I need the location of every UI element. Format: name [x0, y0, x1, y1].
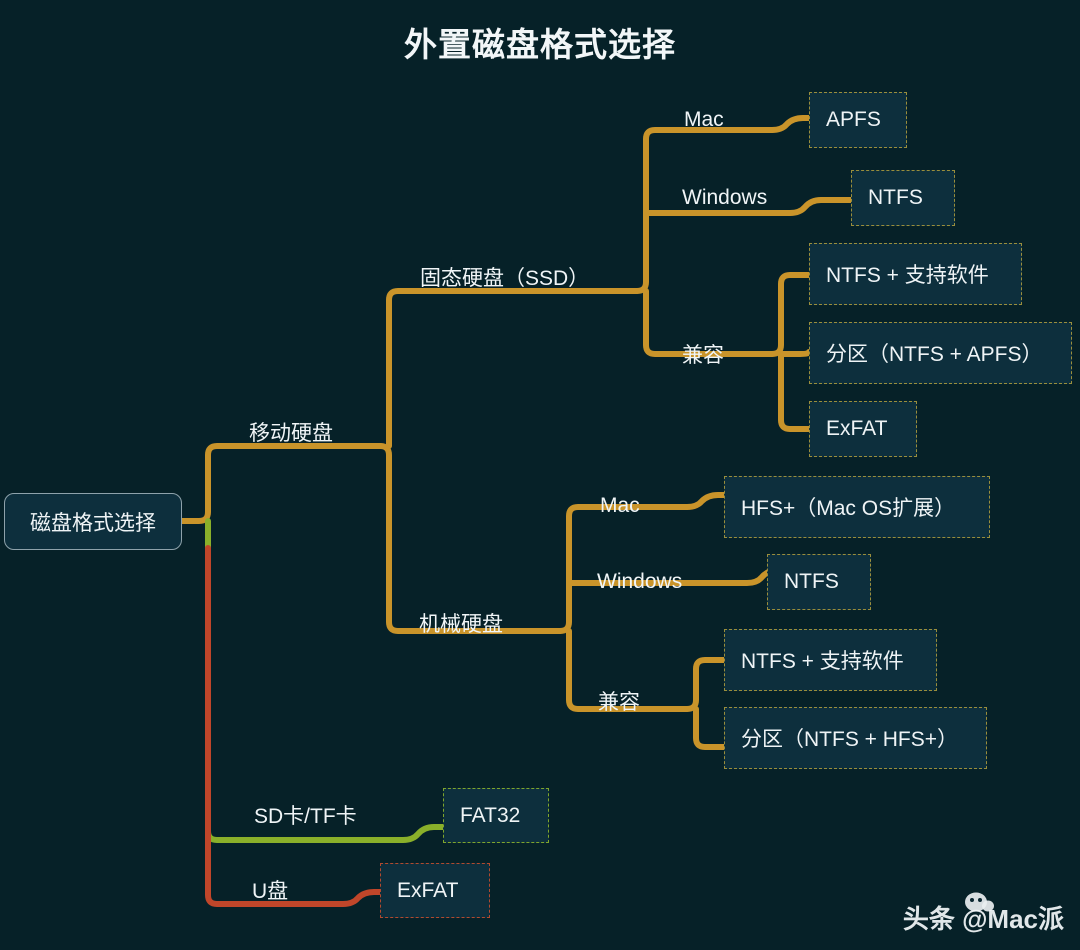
link-ssd-compat-to-partition	[778, 349, 812, 357]
link-root-to-usb-drive	[205, 545, 383, 907]
page-title: 外置磁盘格式选择	[404, 26, 676, 63]
link-portable-drive-to-ssd	[386, 288, 640, 449]
link-ssd-mac-to-apfs	[769, 115, 812, 133]
leaf-label: ExFAT	[397, 878, 459, 902]
link-ssd-spine	[634, 127, 775, 294]
link-hdd-spine-up	[557, 504, 690, 634]
leaf-node-hdd-compat-ntfs-software[interactable]: NTFS + 支持软件	[724, 629, 937, 691]
leaf-node-hdd-mac-format[interactable]: HFS+（Mac OS扩展）	[724, 476, 990, 538]
leaf-label: HFS+（Mac OS扩展）	[741, 497, 956, 520]
toutiao-logo-icon	[965, 892, 994, 912]
link-hdd-mac-to-hfs	[684, 492, 727, 510]
leaf-label: 分区（NTFS + APFS）	[826, 343, 1043, 366]
leaf-label: NTFS	[868, 186, 923, 209]
branch-label-ssd[interactable]: 固态硬盘（SSD）	[420, 267, 590, 290]
leaf-node-usb-drive-format[interactable]: ExFAT	[380, 863, 490, 918]
leaf-node-hdd-compat-partition[interactable]: 分区（NTFS + HFS+）	[724, 707, 987, 769]
leaf-label: FAT32	[460, 803, 521, 827]
link-root-to-portable-drive	[179, 443, 383, 524]
link-hdd-compat-to-partition	[693, 706, 727, 750]
leaf-label: ExFAT	[826, 417, 888, 440]
leaf-node-ssd-mac-format[interactable]: APFS	[809, 92, 907, 148]
link-ssd-compat-to-exfat	[778, 351, 812, 432]
branch-label-ssd-windows[interactable]: Windows	[682, 186, 768, 209]
leaf-label: 分区（NTFS + HFS+）	[741, 728, 959, 751]
root-node-label: 磁盘格式选择	[30, 511, 156, 535]
watermark-text: 头条 @Mac派	[902, 904, 1064, 934]
branch-label-hdd[interactable]: 机械硬盘	[419, 613, 503, 636]
leaf-node-ssd-windows-format[interactable]: NTFS	[851, 170, 955, 226]
branch-label-hdd-mac[interactable]: Mac	[600, 494, 640, 517]
leaf-label: NTFS + 支持软件	[741, 650, 904, 673]
leaf-label: NTFS	[784, 570, 839, 593]
branch-label-hdd-windows[interactable]: Windows	[597, 570, 683, 593]
leaf-label: NTFS + 支持软件	[826, 264, 989, 287]
branch-label-hdd-compat[interactable]: 兼容	[598, 691, 640, 714]
watermark: 头条 @Mac派	[903, 906, 1064, 932]
leaf-label: APFS	[826, 108, 881, 131]
leaf-node-hdd-windows-format[interactable]: NTFS	[767, 554, 871, 610]
link-portable-drive-trunk	[377, 443, 563, 634]
leaf-node-ssd-compat-exfat[interactable]: ExFAT	[809, 401, 917, 457]
branch-label-ssd-compat[interactable]: 兼容	[682, 344, 724, 367]
branch-label-usb-drive[interactable]: U盘	[252, 880, 289, 903]
branch-label-sd-card[interactable]: SD卡/TF卡	[254, 805, 357, 828]
link-hdd-compat-spine	[684, 657, 727, 712]
leaf-node-sd-card-format[interactable]: FAT32	[443, 788, 549, 843]
leaf-node-ssd-compat-ntfs-software[interactable]: NTFS + 支持软件	[809, 243, 1022, 305]
branch-label-ssd-mac[interactable]: Mac	[684, 108, 724, 131]
link-ssd-compat-spine	[769, 272, 812, 357]
branch-label-portable-drive[interactable]: 移动硬盘	[249, 422, 333, 445]
leaf-node-ssd-compat-partition[interactable]: 分区（NTFS + APFS）	[809, 322, 1072, 384]
root-node[interactable]: 磁盘格式选择	[4, 493, 182, 550]
link-root-to-sd-card	[204, 518, 446, 843]
